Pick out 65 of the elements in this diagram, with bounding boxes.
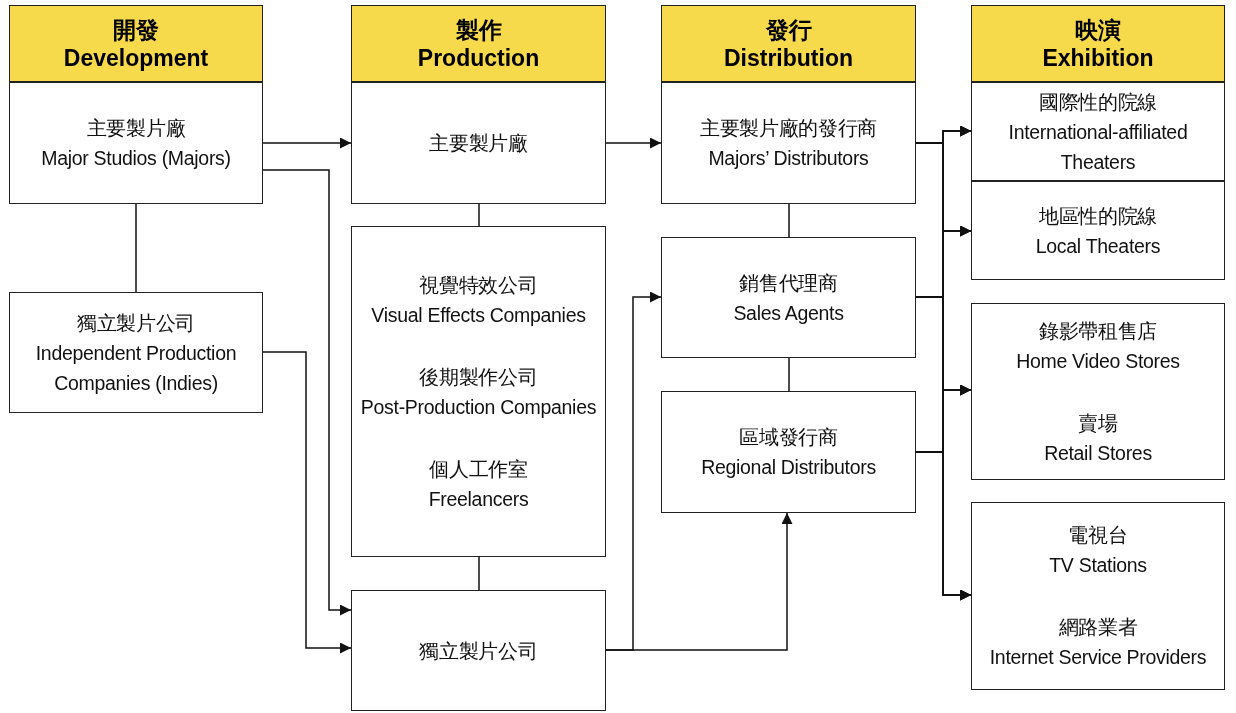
box-label: 國際性的院線 (1037, 89, 1159, 115)
stage-heading: 發行 (765, 15, 812, 44)
box-label: Local Theaters (1034, 233, 1162, 259)
box-label: 地區性的院線 (1037, 203, 1159, 229)
arrow (262, 169, 352, 616)
process-box (971, 181, 1225, 280)
box-label: Major Studios (Majors) (40, 146, 232, 171)
arrow (605, 137, 662, 149)
stage-heading: Exhibition (1042, 43, 1154, 72)
box-label: 後期製作公司 (418, 364, 539, 390)
box-label: 獨立製片公司 (418, 638, 539, 664)
box-label: Independent Production Companies (Indies) (34, 340, 238, 396)
process-box (661, 391, 916, 513)
stage-heading: Development (63, 43, 209, 72)
connector-line (478, 556, 480, 591)
stage-heading: 映演 (1075, 15, 1121, 44)
header-band (971, 5, 1225, 82)
box-label: 個人工作室 (428, 456, 529, 482)
process-box (351, 82, 606, 204)
box-label: 區域發行商 (738, 425, 839, 450)
connector-line (788, 357, 790, 392)
box-label: 主要製片廠的發行商 (698, 116, 879, 141)
header-band (9, 5, 263, 82)
process-box (351, 226, 606, 557)
box-label: 主要製片廠 (428, 131, 529, 156)
box-label: Post-Production Companies (359, 394, 598, 420)
arrow (915, 451, 972, 601)
box-label: Majors’ Distributors (707, 146, 870, 171)
stage-heading: 開發 (113, 15, 159, 44)
box-label: Retail Stores (1043, 440, 1153, 466)
process-box (351, 590, 606, 711)
box-label: 電視台 (1067, 523, 1129, 548)
box-label: Visual Effects Companies (370, 302, 587, 328)
process-box (9, 82, 263, 204)
arrow (605, 512, 793, 651)
box-label: 網路業者 (1057, 615, 1139, 640)
connector-line (135, 203, 137, 293)
process-box (971, 303, 1225, 480)
box-label: 獨立製片公司 (75, 310, 197, 336)
header-band (351, 5, 606, 82)
header-band (661, 5, 916, 82)
box-label: 錄影帶租售店 (1037, 318, 1159, 344)
stage-heading: Production (417, 43, 540, 72)
box-label: Home Video Stores (1015, 348, 1181, 374)
arrow (262, 137, 352, 149)
box-label: 賣場 (1077, 410, 1119, 436)
box-label: Internet Service Providers (988, 645, 1208, 670)
box-label: Freelancers (427, 486, 530, 512)
stage-heading: Distribution (723, 43, 853, 72)
box-label: Regional Distributors (700, 455, 877, 480)
process-box (661, 82, 916, 204)
process-box (9, 292, 263, 413)
process-box (971, 502, 1225, 690)
box-label: 銷售代理商 (738, 270, 839, 296)
arrow (262, 351, 352, 654)
connector-line (788, 203, 790, 238)
stage-heading: 製作 (455, 15, 502, 44)
box-label: International-affiliated Theaters (1007, 119, 1189, 175)
box-label: Sales Agents (732, 300, 845, 326)
process-box (971, 82, 1225, 181)
box-label: 主要製片廠 (85, 116, 187, 141)
box-label: 視覺特效公司 (418, 272, 539, 298)
connector-line (478, 203, 480, 227)
box-label: TV Stations (1048, 553, 1148, 578)
process-box (661, 237, 916, 358)
